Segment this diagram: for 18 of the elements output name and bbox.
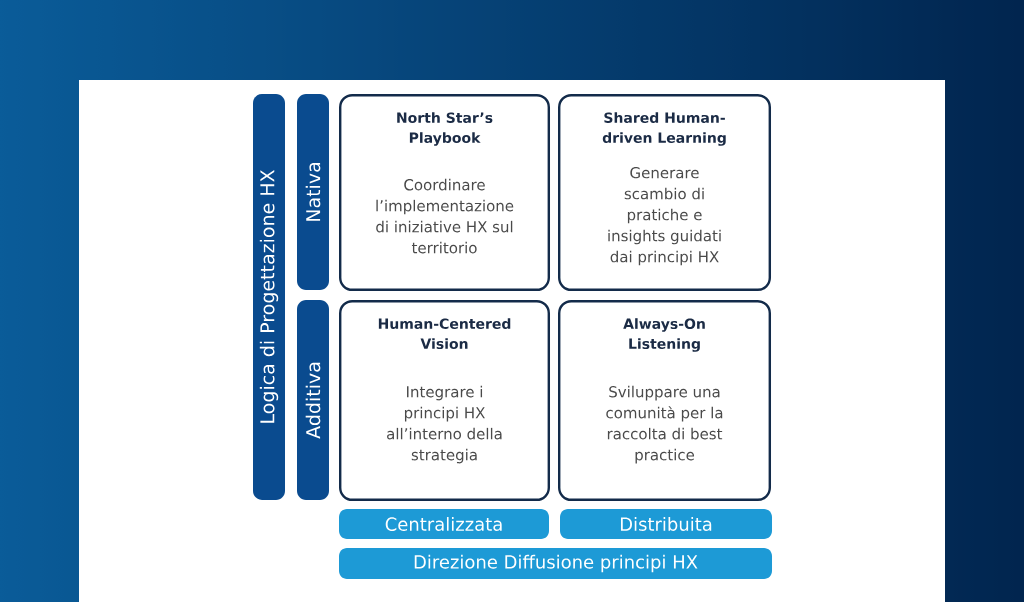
quadrant-box — [558, 94, 771, 291]
box-heading: Human-Centered Vision — [378, 318, 511, 350]
horizontal-label-bar: Distribuita — [560, 509, 772, 539]
vertical-label-bar: Logica di Progettazione HX — [253, 94, 285, 500]
box-description: Sviluppare una comunità per la raccolta di best practice — [606, 385, 723, 464]
box-description: Coordinare l’implementazione di iniziative HX sul territorio — [376, 178, 514, 254]
box-heading: Always-On Listening — [623, 318, 705, 352]
vertical-label-bar: Additiva — [297, 300, 329, 500]
horizontal-label-bar: Centralizzata — [339, 509, 549, 539]
box-heading: North Star’s Playbook — [397, 112, 493, 146]
horizontal-label-bar: Direzione Diffusione principi HX — [339, 548, 772, 579]
vertical-label-bar: Nativa — [297, 94, 329, 290]
quadrant-box — [339, 94, 550, 291]
box-description: Integrare i principi HX all’interno della strategia — [387, 385, 502, 464]
box-heading: Shared Human-driven Learning — [602, 112, 726, 146]
box-description: Generare scambio di pratiche e insights guidati dai principi HX — [608, 167, 721, 266]
quadrant-box — [558, 300, 771, 501]
quadrant-box — [339, 300, 550, 501]
